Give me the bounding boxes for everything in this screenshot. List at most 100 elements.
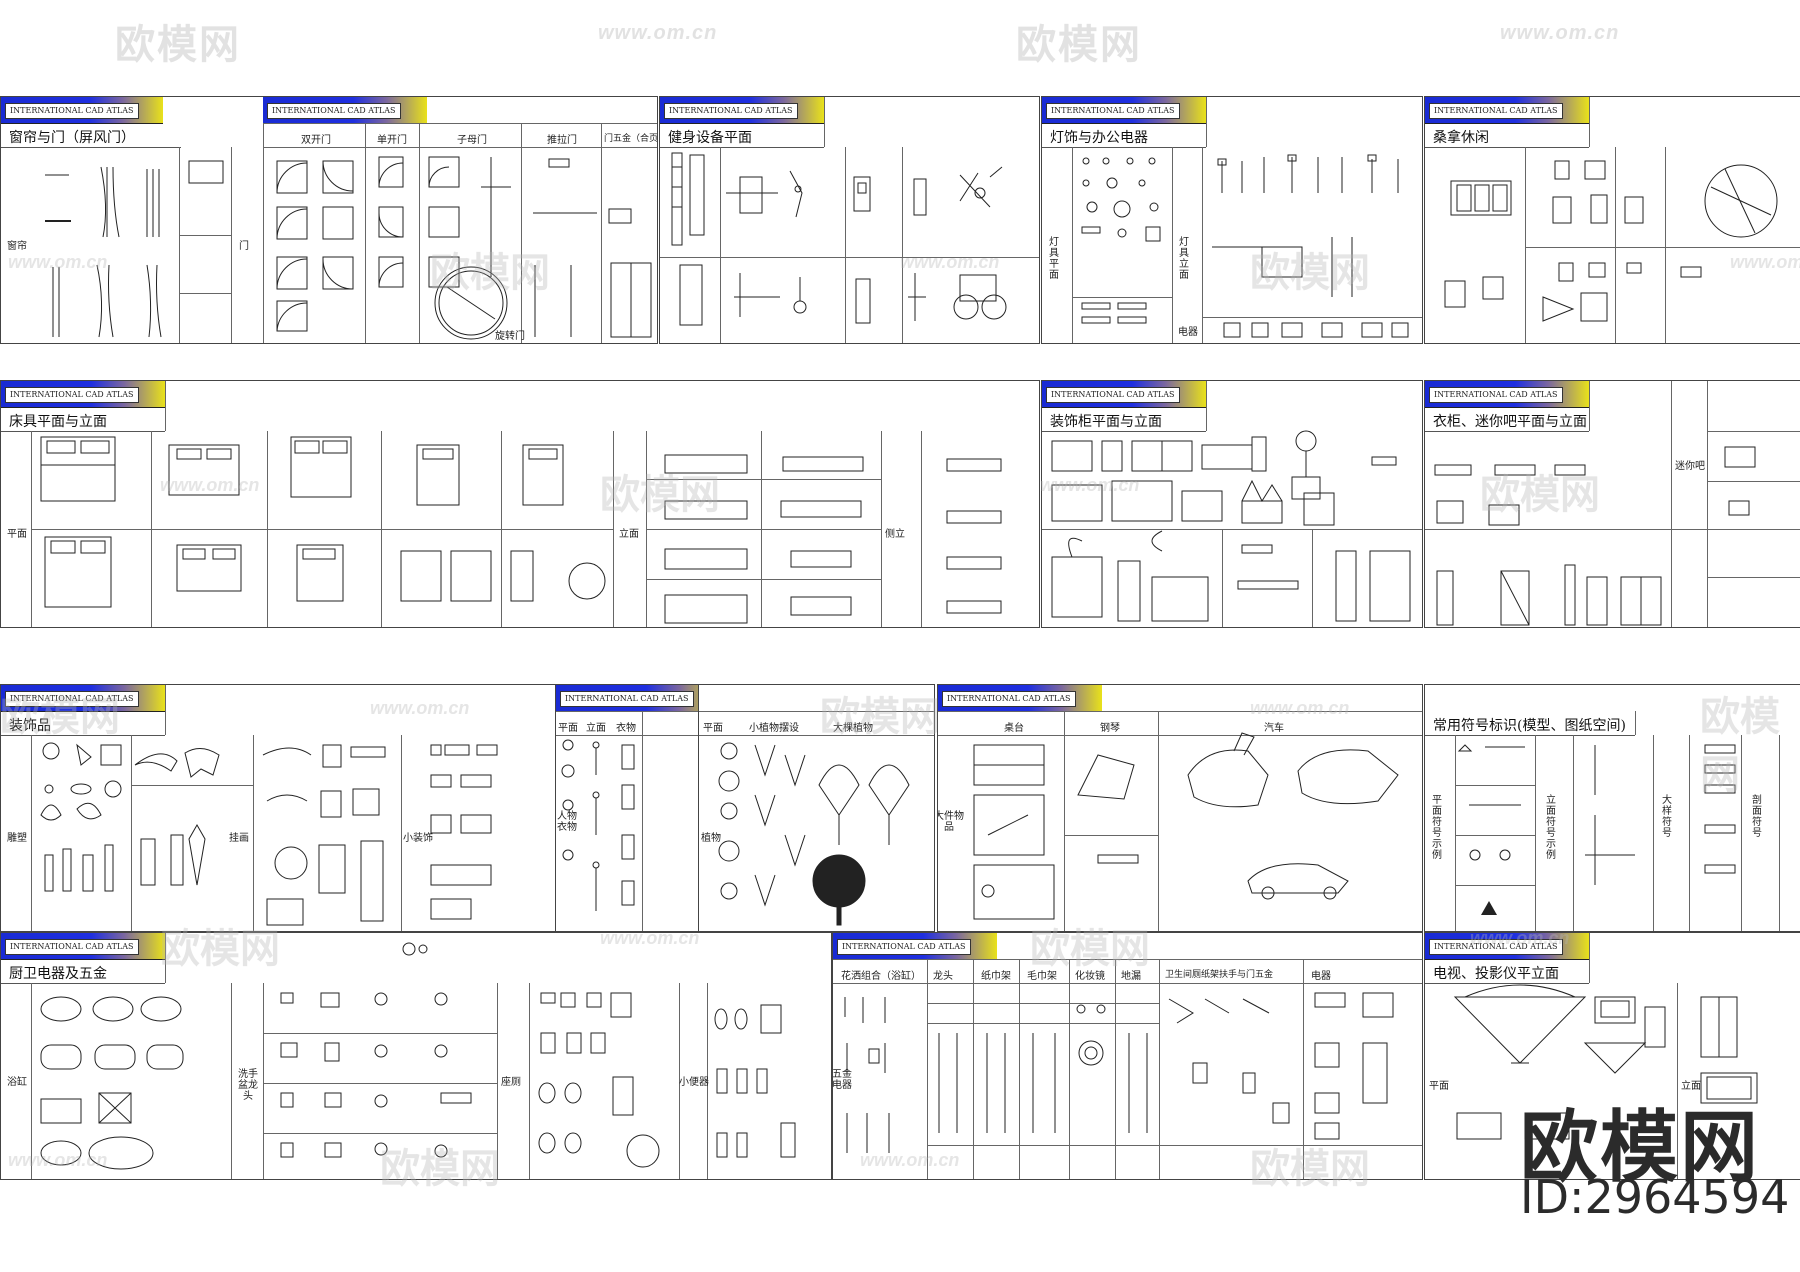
- section-label: 座厕: [501, 1077, 521, 1088]
- section-label: 人物衣物: [557, 811, 577, 833]
- column-header: 龙头: [933, 971, 953, 982]
- large-object-drawings: [973, 732, 1399, 920]
- note-label: 旋转门: [495, 331, 525, 342]
- decoration-drawings: [40, 742, 498, 926]
- section-label: 迷你吧: [1675, 461, 1705, 472]
- sheet-lighting: INTERNATIONAL CAD ATLAS 灯饰与办公电器 灯具平面 灯具立…: [1041, 96, 1423, 344]
- atlas-label: INTERNATIONAL CAD ATLAS: [560, 691, 694, 707]
- plant-drawings: [718, 742, 910, 926]
- sheet-wardrobes: INTERNATIONAL CAD ATLAS 衣柜、迷你吧平面与立面 迷你吧: [1424, 380, 1800, 628]
- section-label: 侧立: [885, 529, 905, 540]
- sheet-header: INTERNATIONAL CAD ATLAS: [1425, 381, 1589, 408]
- column-header: 双开门: [301, 135, 331, 146]
- sheet-header: INTERNATIONAL CAD ATLAS: [1042, 381, 1206, 408]
- section-label: 电器: [1178, 327, 1198, 338]
- section-label: 小便器: [679, 1077, 709, 1088]
- brand-id: ID:2964594: [1520, 1170, 1790, 1224]
- sheet-kitchen-bath: INTERNATIONAL CAD ATLAS 厨卫电器及五金 浴缸 洗手盆龙头…: [0, 932, 832, 1180]
- sheet-header: INTERNATIONAL CAD ATLAS: [660, 97, 824, 124]
- kitchen-bath-drawings: [40, 942, 796, 1170]
- sheet-title: 衣柜、迷你吧平面与立面: [1433, 414, 1587, 430]
- bed-drawings: [40, 436, 1002, 624]
- sheet-people: INTERNATIONAL CAD ATLAS 平面 立面 衣物 人物衣物: [555, 684, 700, 932]
- atlas-label: INTERNATIONAL CAD ATLAS: [1046, 103, 1180, 119]
- section-label: 剖面符号: [1752, 795, 1762, 839]
- atlas-label: INTERNATIONAL CAD ATLAS: [1429, 939, 1563, 955]
- atlas-label: INTERNATIONAL CAD ATLAS: [267, 103, 401, 119]
- wardrobe-drawings: [1434, 446, 1756, 626]
- column-header: 地漏: [1121, 971, 1141, 982]
- atlas-label: INTERNATIONAL CAD ATLAS: [5, 939, 139, 955]
- column-header: 立面: [586, 723, 606, 734]
- sheet-header: INTERNATIONAL CAD ATLAS: [1, 933, 165, 960]
- sheet-header: INTERNATIONAL CAD ATLAS: [1, 381, 165, 408]
- curtain-door-drawings: [45, 156, 652, 340]
- lighting-drawings: [1081, 154, 1409, 338]
- column-header: 门五金（合页）: [604, 134, 658, 144]
- section-label: 窗帘: [7, 241, 27, 252]
- brand-logo: 欧模网: [1520, 1103, 1761, 1193]
- column-header: 衣物: [616, 723, 636, 734]
- sheet-sauna: INTERNATIONAL CAD ATLAS 桑拿休闲: [1424, 96, 1800, 344]
- atlas-label: INTERNATIONAL CAD ATLAS: [837, 939, 971, 955]
- section-label: 小装饰: [403, 833, 433, 844]
- section-label: 挂画: [229, 833, 249, 844]
- column-header: 小植物摆设: [749, 723, 799, 734]
- column-header: 纸巾架: [981, 971, 1011, 982]
- section-label: 大件物品: [937, 811, 964, 833]
- sheet-cabinets: INTERNATIONAL CAD ATLAS 装饰柜平面与立面: [1041, 380, 1423, 628]
- section-label: 大样符号: [1662, 795, 1672, 839]
- section-label: 立面符号示例: [1546, 795, 1556, 861]
- tv-drawings: [1453, 984, 1758, 1140]
- cabinet-drawings: [1051, 430, 1411, 622]
- sheet-title: 装饰柜平面与立面: [1050, 414, 1162, 430]
- sheet-header: INTERNATIONAL CAD ATLAS: [938, 685, 1102, 712]
- column-header: 单开门: [377, 135, 407, 146]
- column-header: 汽车: [1264, 723, 1284, 734]
- atlas-label: INTERNATIONAL CAD ATLAS: [1046, 387, 1180, 403]
- sheet-fitness: INTERNATIONAL CAD ATLAS 健身设备平面: [659, 96, 1040, 344]
- section-label: 雕塑: [7, 833, 27, 844]
- section-label: 洗手盆龙头: [238, 1069, 258, 1102]
- hardware-drawings: [844, 992, 1394, 1153]
- sheet-tv: INTERNATIONAL CAD ATLAS 电视、投影仪平立面 平面 立面: [1424, 932, 1800, 1180]
- sheet-decorations: INTERNATIONAL CAD ATLAS 装饰品 雕塑 挂画 小装饰: [0, 684, 557, 932]
- column-header: 平面: [558, 723, 578, 734]
- watermark-logo: 欧模网: [115, 23, 241, 67]
- fitness-drawings: [671, 152, 1007, 326]
- column-header: 推拉门: [547, 135, 577, 146]
- watermark-url: www.om.cn: [1500, 22, 1620, 44]
- column-header: 平面: [703, 723, 723, 734]
- section-label: 五金电器: [832, 1069, 852, 1091]
- atlas-label: INTERNATIONAL CAD ATLAS: [5, 103, 139, 119]
- people-drawings: [561, 739, 635, 911]
- sheet-header: INTERNATIONAL CAD ATLAS: [556, 685, 699, 712]
- column-header: 卫生间厕纸架扶手与门五金: [1165, 970, 1274, 980]
- sheet-title: 健身设备平面: [668, 130, 752, 146]
- column-header: 毛巾架: [1027, 971, 1057, 982]
- section-label: 平面: [7, 529, 27, 540]
- column-header: 桌台: [1004, 723, 1024, 734]
- sheet-symbols: 常用符号标识(模型、图纸空间) 平面符号示例 立面符号示例 大样符号 剖面符号: [1424, 684, 1800, 932]
- sheet-title: 装饰品: [9, 718, 51, 734]
- watermark-logo: 欧模网: [1016, 23, 1142, 67]
- section-label: 门: [239, 241, 249, 252]
- sheet-title: 常用符号标识(模型、图纸空间): [1433, 718, 1626, 734]
- sheet-header: INTERNATIONAL CAD ATLAS: [1425, 97, 1589, 124]
- column-header: 化妆镜: [1075, 971, 1105, 982]
- atlas-label: INTERNATIONAL CAD ATLAS: [664, 103, 798, 119]
- sheet-beds: INTERNATIONAL CAD ATLAS 床具平面与立面 平面 立面 侧立: [0, 380, 1040, 628]
- section-label: 灯具立面: [1179, 237, 1189, 281]
- section-label: 灯具平面: [1049, 237, 1059, 281]
- sheet-header: INTERNATIONAL CAD ATLAS: [1425, 933, 1589, 960]
- watermark-url: www.om.cn: [598, 22, 718, 44]
- sheet-title: 桑拿休闲: [1433, 130, 1489, 146]
- column-header: 钢琴: [1100, 723, 1120, 734]
- sheet-title: 窗帘与门（屏风门）: [9, 130, 135, 146]
- atlas-label: INTERNATIONAL CAD ATLAS: [942, 691, 1076, 707]
- atlas-label: INTERNATIONAL CAD ATLAS: [1429, 103, 1563, 119]
- section-label: 立面: [619, 529, 639, 540]
- sheet-title: 床具平面与立面: [9, 414, 107, 430]
- section-label: 立面: [1681, 1081, 1701, 1092]
- atlas-label: INTERNATIONAL CAD ATLAS: [5, 387, 139, 403]
